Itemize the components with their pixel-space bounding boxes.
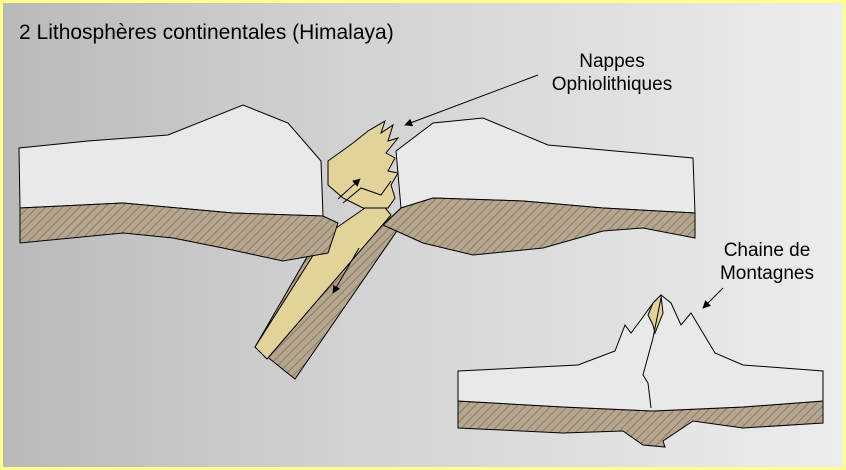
nappes-label-line-2: Ophiolithiques — [551, 74, 673, 95]
nappes-label: Nappes Ophiolithiques — [543, 50, 681, 96]
mountain-crust — [457, 294, 824, 412]
chaine-label-line-1: Chaine de — [723, 240, 811, 261]
diagram-canvas — [3, 3, 843, 467]
downward-motion-arrow — [332, 247, 360, 294]
chaine-label: Chaine de Montagnes — [703, 239, 831, 285]
suture-line — [342, 180, 392, 204]
chaine-pointer — [702, 287, 724, 309]
diagram-title: 2 Lithosphères continentales (Himalaya) — [19, 21, 394, 44]
chaine-label-line-2: Montagnes — [719, 263, 814, 284]
left-mantle — [19, 202, 339, 262]
ophiolite-nappes — [327, 119, 400, 209]
right-mantle — [382, 197, 696, 256]
upward-motion-arrow — [337, 178, 361, 200]
nappes-label-line-1: Nappes — [579, 51, 645, 72]
mountain-scene — [457, 287, 824, 448]
mountain-suture — [642, 297, 662, 409]
collision-scene — [18, 74, 696, 380]
nappes-pointer — [404, 74, 539, 127]
